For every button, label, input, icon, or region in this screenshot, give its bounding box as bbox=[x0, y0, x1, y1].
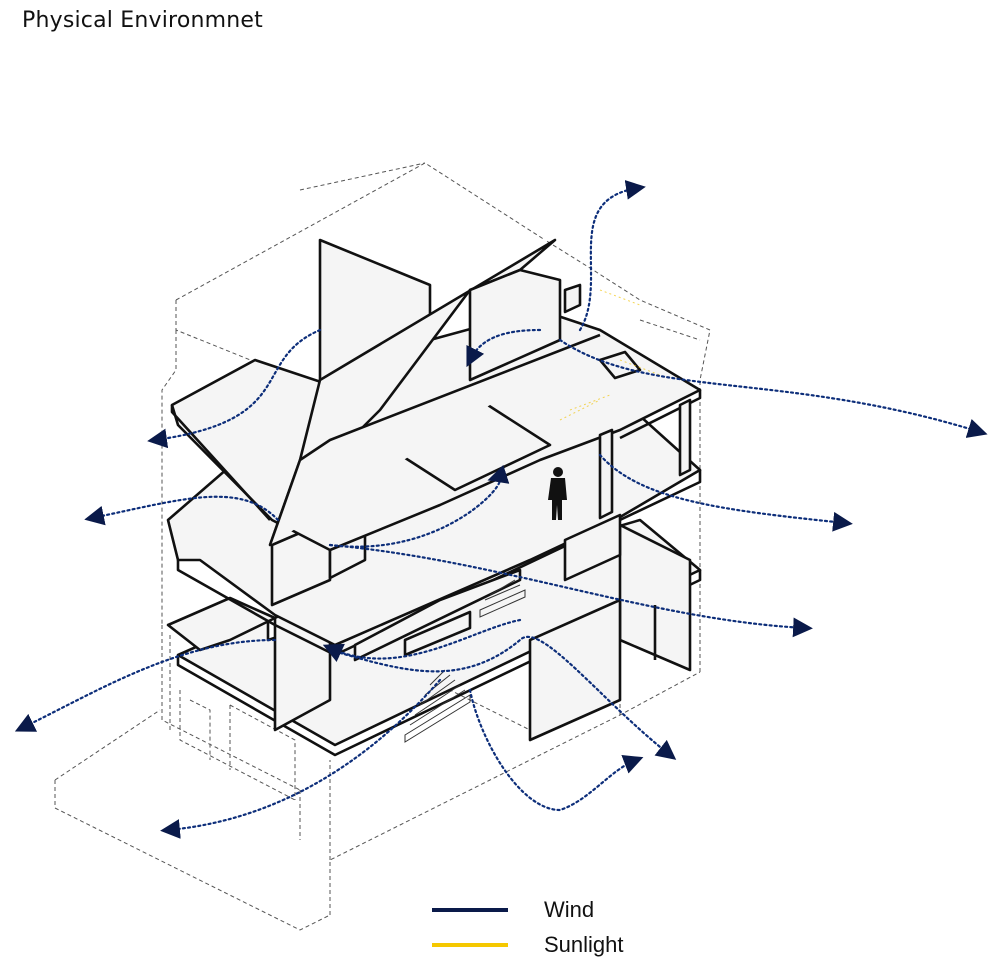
legend-label-sunlight: Sunlight bbox=[544, 932, 624, 957]
columns bbox=[598, 398, 692, 520]
diagram-title: Physical Environmnet bbox=[22, 8, 263, 33]
legend-item-sunlight: Sunlight bbox=[432, 930, 624, 960]
sunlight-swatch bbox=[432, 943, 508, 947]
legend-item-wind: Wind bbox=[432, 895, 594, 925]
wind-swatch bbox=[432, 908, 508, 912]
staircase-icon bbox=[404, 579, 526, 743]
legend-label-wind: Wind bbox=[544, 897, 595, 922]
sunlight-traces bbox=[559, 289, 661, 421]
person-figure-icon bbox=[548, 467, 567, 520]
wind-arrows bbox=[14, 180, 988, 839]
roof-structure bbox=[268, 238, 601, 547]
